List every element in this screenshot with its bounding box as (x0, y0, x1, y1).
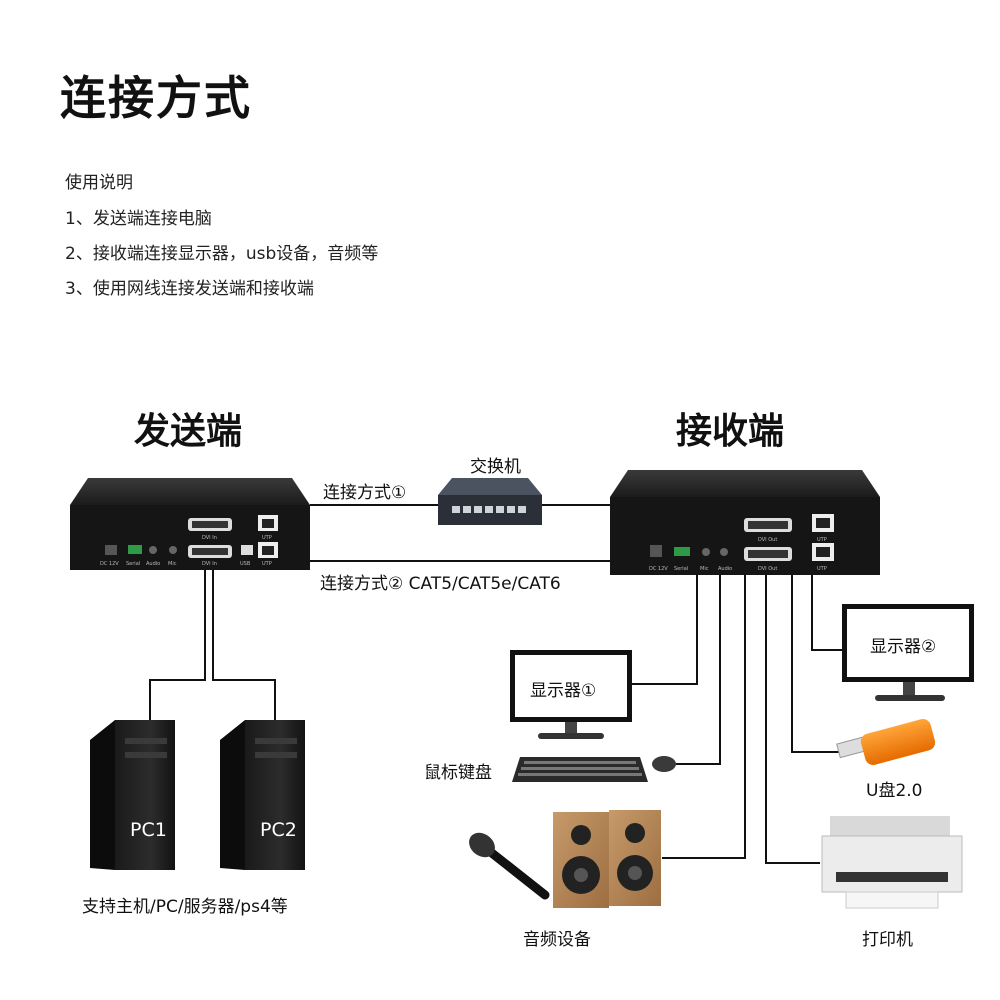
label-audio: Audio (718, 566, 732, 572)
audio-jack (149, 546, 157, 554)
dc-port (650, 545, 662, 557)
microphone-icon (469, 832, 550, 900)
label-serial: Serial (126, 561, 140, 567)
monitor2-icon (842, 604, 974, 701)
monitor1-label: 显示器① (530, 681, 597, 701)
instruction-item-1: 1、发送端连接电脑 (65, 209, 212, 229)
cable-audio (662, 575, 746, 859)
label-dvi-in-top: DVI In (202, 535, 217, 541)
cable-pc2 (212, 568, 276, 720)
label-dvi-out-top: DVI Out (758, 537, 777, 543)
label-utp-bottom: UTP (817, 566, 827, 572)
speakers-icon (553, 810, 661, 908)
label-audio: Audio (146, 561, 160, 567)
cable-printer (765, 575, 820, 864)
dc-port (105, 545, 117, 555)
label-utp-bottom: UTP (262, 561, 272, 567)
serial-port (674, 547, 690, 556)
keyboard-mouse-label: 鼠标键盘 (424, 763, 492, 783)
pc2-label: PC2 (260, 819, 297, 841)
label-dvi-in-bottom: DVI In (202, 561, 217, 567)
receiver-title: 接收端 (676, 411, 785, 452)
mouse-icon (652, 756, 676, 772)
cable-monitor1 (630, 575, 698, 685)
mic-jack (702, 548, 710, 556)
label-usb: USB (240, 561, 251, 567)
audio-device-label: 音频设备 (523, 930, 591, 950)
connection2-label: 连接方式② CAT5/CAT5e/CAT6 (320, 574, 561, 594)
usb-drive-label: U盘2.0 (866, 781, 923, 801)
instruction-item-3: 3、使用网线连接发送端和接收端 (65, 279, 314, 299)
switch-label: 交换机 (470, 457, 521, 477)
network-switch-icon (438, 478, 542, 525)
receiver-device: DC 12V Serial Mic Audio DVI Out DVI Out … (610, 470, 880, 575)
cable-usb (791, 575, 840, 753)
label-mic: Mic (700, 566, 709, 572)
usb-drive-icon (836, 719, 936, 765)
keyboard-icon (512, 757, 648, 782)
cable-keyboard (676, 575, 721, 765)
printer-label: 打印机 (862, 930, 913, 950)
connection1-label: 连接方式① (323, 483, 407, 503)
pc1-label: PC1 (130, 819, 167, 841)
cable-pc1 (149, 568, 206, 720)
label-dc: DC 12V (649, 566, 668, 572)
page-title: 连接方式 (60, 71, 252, 125)
label-utp-top: UTP (262, 535, 272, 541)
pc2-tower-icon (220, 720, 305, 870)
instruction-item-2: 2、接收端连接显示器，usb设备，音频等 (65, 244, 379, 264)
usb-port (241, 545, 253, 555)
label-dvi-out-bottom: DVI Out (758, 566, 777, 572)
sender-title: 发送端 (134, 411, 243, 452)
sender-device: DC 12V Serial Audio Mic DVI In DVI In US… (70, 478, 310, 570)
monitor1-icon (510, 650, 632, 739)
label-utp-top: UTP (817, 537, 827, 543)
mic-jack (169, 546, 177, 554)
serial-port (128, 545, 142, 554)
label-mic: Mic (168, 561, 177, 567)
monitor2-label: 显示器② (870, 637, 937, 657)
printer-icon (821, 816, 963, 909)
audio-jack (720, 548, 728, 556)
label-dc: DC 12V (100, 561, 119, 567)
cable-monitor2 (811, 575, 845, 651)
cables (149, 504, 845, 864)
instructions-heading: 使用说明 (65, 173, 133, 193)
label-serial: Serial (674, 566, 688, 572)
pc1-tower-icon (90, 720, 175, 870)
pc-caption: 支持主机/PC/服务器/ps4等 (82, 897, 288, 917)
